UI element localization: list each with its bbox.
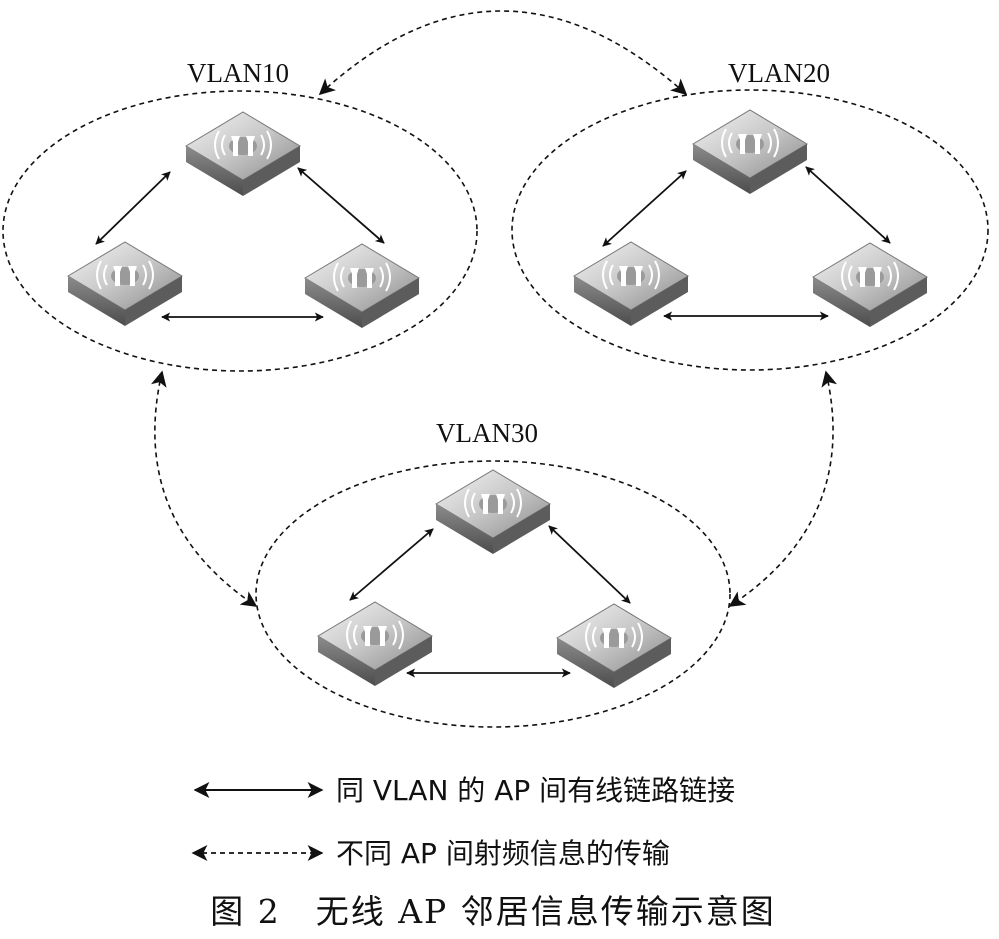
wireless-access-point-icon	[692, 109, 808, 195]
vlan10-wired-link	[95, 171, 171, 245]
wireless-access-point-icon	[304, 243, 420, 329]
legend-wired-label: 同 VLAN 的 AP 间有线链路链接	[336, 774, 735, 807]
wireless-access-point-icon	[556, 603, 672, 689]
radio-link-vlan20-vlan30	[728, 370, 838, 607]
vlan10-wired-link	[297, 167, 385, 244]
vlan30-label: VLAN30	[436, 418, 538, 448]
radio-link-vlan10-vlan30	[150, 370, 258, 607]
vlan30-wired-link	[548, 525, 631, 604]
legend-radio-label: 不同 AP 间射频信息的传输	[336, 837, 670, 870]
vlan20-wired-link	[805, 166, 891, 244]
vlan10-group: VLAN10	[2, 58, 478, 372]
vlan20-wired-link	[602, 170, 687, 247]
wireless-access-point-icon	[573, 241, 689, 327]
legend: 同 VLAN 的 AP 间有线链路链接 不同 AP 间射频信息的传输	[191, 774, 735, 870]
wireless-access-point-icon	[67, 241, 183, 327]
radio-link-vlan10-vlan20	[318, 10, 688, 96]
vlan20-label: VLAN20	[728, 58, 830, 88]
wireless-access-point-icon	[812, 242, 928, 328]
vlan30-group: VLAN30	[255, 418, 731, 728]
vlan30-wired-link	[349, 528, 434, 601]
vlan20-boundary	[511, 89, 989, 371]
wireless-access-point-icon	[185, 111, 301, 197]
vlan20-group: VLAN20	[511, 58, 989, 371]
figure-caption: 图 2 无线 AP 邻居信息传输示意图	[210, 892, 776, 931]
wireless-access-point-icon	[435, 469, 551, 555]
vlan10-label: VLAN10	[187, 58, 289, 88]
